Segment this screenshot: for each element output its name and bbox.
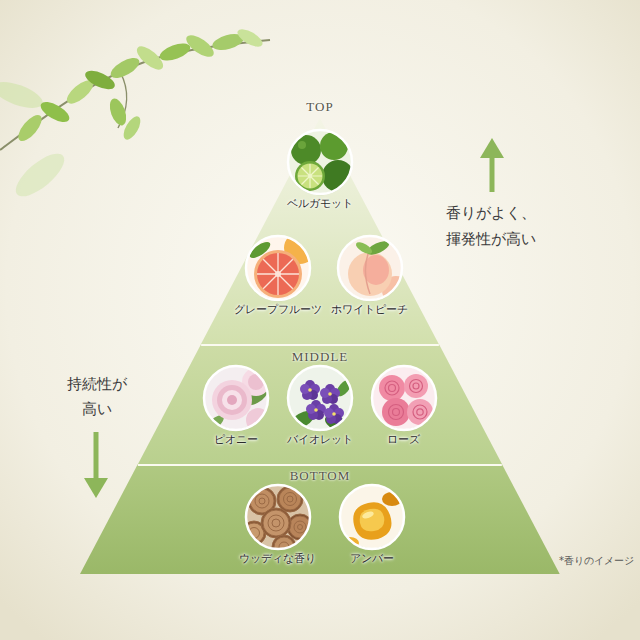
note-label: アンバー	[336, 552, 408, 566]
label-holder: 香りがよく、 揮発性が高い	[446, 200, 546, 252]
circle-border	[372, 366, 436, 430]
band-fill	[201, 118, 439, 344]
note-circle: アンバー	[336, 484, 408, 566]
note-picture	[246, 232, 316, 300]
band-fill	[80, 464, 560, 574]
circle-shadow	[339, 486, 404, 551]
circle-border	[288, 366, 352, 430]
note-label: ウッディな香り	[236, 552, 319, 566]
illustration-part	[84, 478, 108, 498]
illustration-part	[158, 40, 193, 64]
circle-border	[246, 236, 310, 300]
illustration-part	[108, 54, 143, 82]
circle-border	[246, 485, 310, 549]
illustration-part	[9, 147, 70, 204]
note-illustration	[371, 365, 437, 431]
circle-border	[340, 485, 404, 549]
note-picture	[340, 485, 404, 549]
illustration-part	[480, 138, 504, 158]
persistence-arrow	[84, 432, 108, 498]
note-label: ローズ	[368, 433, 440, 447]
side-caption: 持続性が 高い	[64, 372, 130, 422]
note-label: バイオレット	[284, 433, 356, 447]
note-circle: ホワイトピーチ	[328, 235, 411, 317]
note-band: MIDDLE ピオニーバイオレットローズ	[138, 344, 502, 464]
note-band: TOP ベルガモットグレープフルーツホワイトピーチ	[201, 99, 439, 344]
note-picture	[202, 366, 270, 436]
note-label: ピオニー	[200, 433, 272, 447]
illustration-part	[94, 432, 99, 480]
illustration-part	[120, 114, 143, 143]
note-label: ホワイトピーチ	[328, 303, 411, 317]
illustration-part	[38, 98, 73, 126]
circle-shadow	[371, 367, 436, 432]
illustration-part	[14, 111, 45, 145]
circle-border	[204, 366, 268, 430]
note-picture	[372, 366, 436, 430]
note-illustration	[245, 235, 311, 301]
note-picture	[242, 485, 313, 559]
label-holder: *香りのイメージ	[559, 554, 634, 567]
circle-border	[288, 130, 352, 194]
band-label: BOTTOM	[80, 468, 560, 483]
label-holder: 持続性が 高い	[64, 372, 130, 422]
note-label: グレープフルーツ	[231, 303, 325, 317]
illustration-part	[183, 31, 217, 61]
illustration-part	[107, 96, 130, 127]
illustration-part	[235, 26, 265, 50]
volatility-arrow	[480, 138, 504, 192]
note-circle: ピオニー	[200, 365, 272, 447]
illustration-part	[0, 40, 270, 150]
band-fill	[138, 344, 502, 464]
note-illustration	[203, 365, 269, 431]
note-label: ベルガモット	[284, 197, 356, 211]
note-illustration	[287, 129, 353, 195]
leaf-branch	[0, 26, 270, 204]
note-picture	[338, 236, 410, 304]
illustration-part	[0, 77, 46, 114]
note-circle: グレープフルーツ	[231, 235, 325, 317]
band-label: TOP	[201, 99, 439, 114]
note-circle: ベルガモット	[284, 129, 356, 211]
band-label: MIDDLE	[138, 349, 502, 364]
band-separator	[138, 464, 502, 466]
note-illustration	[287, 365, 353, 431]
note-illustration	[337, 235, 403, 301]
note-illustration	[339, 484, 405, 550]
band-separator	[201, 344, 439, 346]
circle-border	[338, 236, 402, 300]
note-circle: ウッディな香り	[236, 484, 319, 566]
note-picture	[286, 366, 354, 436]
note-circle: ローズ	[368, 365, 440, 447]
side-caption: 香りがよく、 揮発性が高い	[446, 200, 546, 252]
footnote: *香りのイメージ	[559, 554, 634, 567]
note-circle: バイオレット	[284, 365, 356, 447]
illustration-part	[490, 156, 495, 192]
note-picture	[288, 130, 354, 194]
note-band: BOTTOM ウッディな香り アンバー	[80, 464, 560, 574]
note-illustration	[245, 484, 311, 550]
